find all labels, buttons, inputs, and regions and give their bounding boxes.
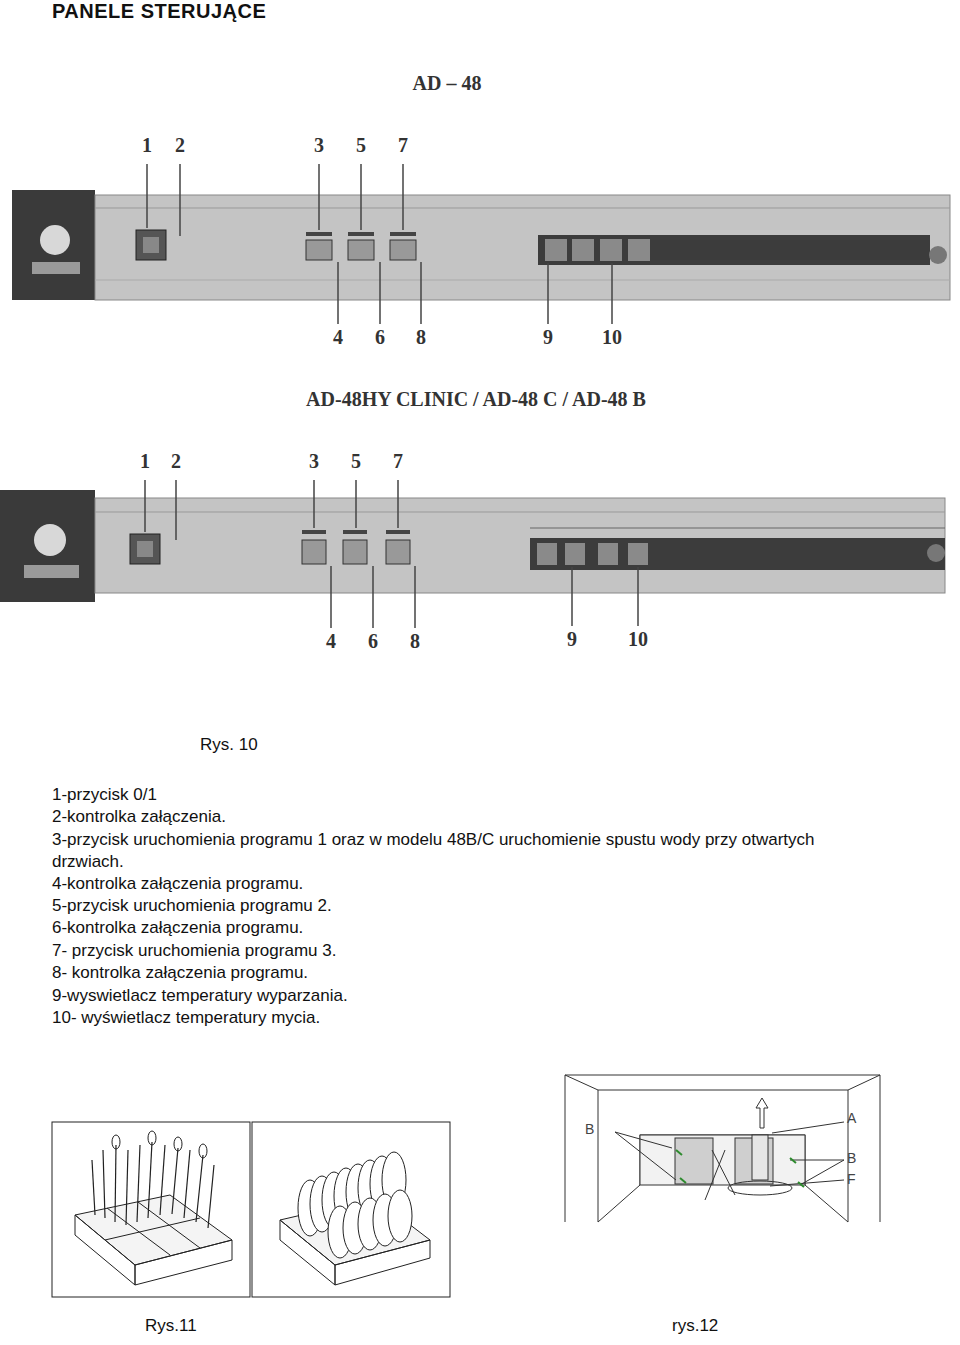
- control-panel-1: [12, 164, 950, 324]
- callout-number: 4: [318, 326, 358, 349]
- legend-line: 9-wyswietlacz temperatury wyparzania.: [52, 985, 348, 1007]
- legend-line: 7- przycisk uruchomienia programu 3.: [52, 940, 336, 962]
- callout-number: 8: [401, 326, 441, 349]
- model-name: AD – 48: [347, 72, 547, 95]
- figure-caption: Rys. 10: [200, 734, 258, 756]
- callout-number: 4: [311, 630, 351, 653]
- callout-number: 5: [336, 450, 376, 473]
- page-title: PANELE STERUJĄCE: [52, 0, 266, 23]
- wash-chamber-drawing: [565, 1075, 880, 1222]
- callout-number: 7: [383, 134, 423, 157]
- callout-number: 6: [360, 326, 400, 349]
- legend-line: 4-kontrolka załączenia programu.: [52, 873, 303, 895]
- part-letter: B: [585, 1121, 594, 1137]
- figure-caption: Rys.11: [145, 1315, 197, 1337]
- callout-number: 9: [528, 326, 568, 349]
- plate-basket: [252, 1122, 450, 1297]
- model-name: AD-48HY CLINIC / AD-48 C / AD-48 B: [226, 388, 726, 411]
- callout-number: 2: [160, 134, 200, 157]
- legend-line: 10- wyświetlacz temperatury mycia.: [52, 1007, 320, 1029]
- legend-line: 3-przycisk uruchomienia programu 1 oraz …: [52, 829, 882, 873]
- callout-number: 10: [592, 326, 632, 349]
- part-letter: A: [847, 1110, 856, 1126]
- figure-caption: rys.12: [672, 1315, 718, 1337]
- cutlery-basket: [52, 1122, 250, 1297]
- part-letter: B: [847, 1150, 856, 1166]
- legend-line: 8- kontrolka załączenia programu.: [52, 962, 308, 984]
- legend-line: 1-przycisk 0/1: [52, 784, 157, 806]
- control-panel-2: [0, 480, 945, 628]
- callout-number: 1: [127, 134, 167, 157]
- callout-number: 3: [299, 134, 339, 157]
- callout-number: 6: [353, 630, 393, 653]
- callout-number: 2: [156, 450, 196, 473]
- part-letter: F: [847, 1171, 856, 1187]
- callout-number: 9: [552, 628, 592, 651]
- callout-number: 7: [378, 450, 418, 473]
- callout-number: 8: [395, 630, 435, 653]
- legend-line: 6-kontrolka załączenia programu.: [52, 917, 303, 939]
- legend-line: 5-przycisk uruchomienia programu 2.: [52, 895, 332, 917]
- callout-number: 3: [294, 450, 334, 473]
- callout-number: 5: [341, 134, 381, 157]
- legend-line: 2-kontrolka załączenia.: [52, 806, 226, 828]
- callout-number: 10: [618, 628, 658, 651]
- callout-number: 1: [125, 450, 165, 473]
